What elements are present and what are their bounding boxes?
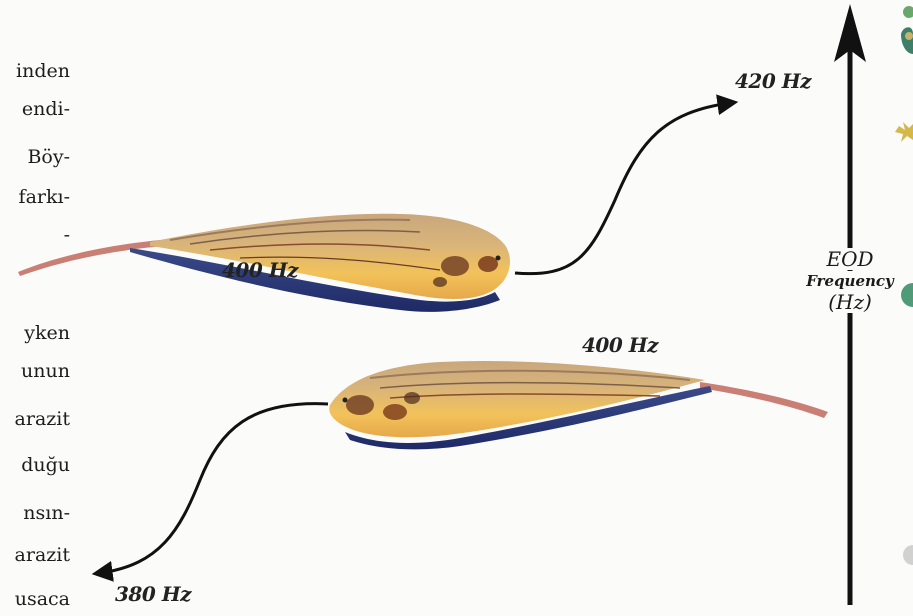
fish-bottom bbox=[329, 361, 828, 449]
fish-bottom-frequency-label: 400 Hz bbox=[582, 333, 658, 357]
circle-partial-icon bbox=[900, 540, 913, 570]
lower-frequency-label: 380 Hz bbox=[115, 582, 191, 606]
circle-partial-icon bbox=[898, 275, 913, 315]
arrow-to-420hz bbox=[515, 103, 730, 274]
bird-partial-icon bbox=[893, 4, 913, 64]
axis-label-hz: (Hz) bbox=[814, 291, 886, 313]
axis-label-frequency: Frequency bbox=[805, 271, 895, 291]
star-partial-icon bbox=[895, 118, 913, 148]
higher-frequency-label: 420 Hz bbox=[735, 69, 811, 93]
axis-label-eod: EOD bbox=[808, 248, 892, 270]
arrow-to-380hz bbox=[100, 404, 328, 573]
fish-top-frequency-label: 400 Hz bbox=[222, 258, 298, 282]
